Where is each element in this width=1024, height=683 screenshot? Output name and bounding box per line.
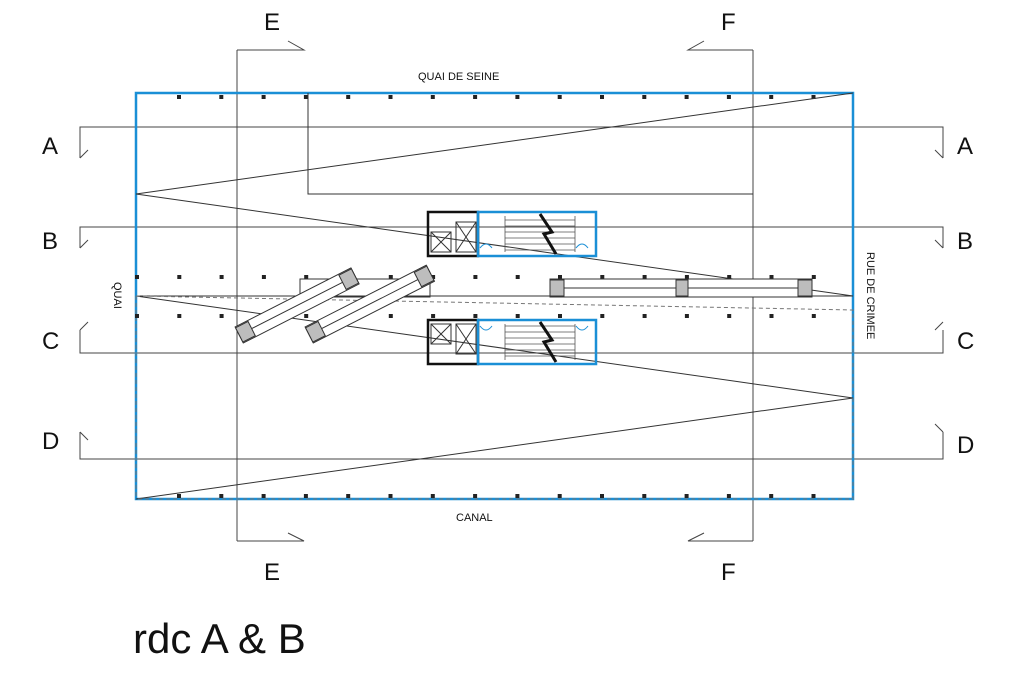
label-d-left: D [42,428,59,455]
grid-dot [473,314,478,318]
grid-dot [600,95,604,99]
grid-dot [727,275,732,279]
label-a-left: A [42,133,58,160]
grid-dot [261,95,266,99]
grid-dot [430,494,435,498]
label-c-left: C [42,328,59,355]
section-labels: A B C D A B C D E F E F [42,9,974,586]
grid-dot [177,314,182,318]
label-b-left: B [42,228,58,255]
grid-dot [600,494,604,498]
grid-dot [219,314,224,318]
grid-dot [769,494,774,498]
grid-dot [388,95,393,99]
label-b-right: B [957,228,973,255]
grid-dot [261,494,266,498]
grid-dot [684,314,689,318]
grid-dot [600,275,605,279]
street-label-south: CANAL [456,512,493,524]
grid-dot [515,275,520,279]
section-line-a [79,126,944,158]
label-f-bottom: F [721,559,736,586]
grid-dot [642,275,647,279]
grid-dot [769,314,774,318]
grid-dot [219,95,224,99]
grid-dot [558,275,562,279]
grid-dot [473,95,478,99]
grid-dot [219,494,224,498]
grid-dot [515,494,520,498]
grid-dot [515,314,520,318]
grid-dot [431,314,436,318]
arrow-e-bottom [237,532,305,542]
grid-dot [304,314,309,318]
grid-dot [642,494,647,498]
grid-dot [811,314,816,318]
grid-dot [431,275,436,279]
grid-dot [600,314,605,318]
grid-dot [135,314,139,318]
grid-dot [811,95,816,99]
arrow-f-bottom [687,532,753,542]
grid-dot [473,494,478,498]
grid-dot [642,95,647,99]
grid-dot [769,275,774,279]
section-line-d [79,432,944,460]
grid-dot [135,275,139,279]
grid-dot [726,95,731,99]
grid-dot [261,275,266,279]
grid-dot [473,275,478,279]
grid-dot [177,275,182,279]
label-c-right: C [957,328,974,355]
escalators-right [549,278,813,298]
grid-dot [684,275,689,279]
plan-caption: rdc A & B [133,615,306,662]
grid-dot [684,494,689,498]
grid-dot [811,494,816,498]
core-lower [426,318,598,366]
arrow-e-top [237,40,306,51]
grid-dot [642,314,647,318]
label-a-right: A [957,133,973,160]
grid-dot [515,95,520,99]
grid-dot [388,275,393,279]
grid-dot [557,95,562,99]
section-line-b [79,226,944,248]
grid-dot [388,494,393,498]
grid-dot [557,494,562,498]
grid-dot [430,95,435,99]
street-label-east: RUE DE CRIMEE [864,252,876,339]
grid-dot [346,95,351,99]
grid-dot [303,95,308,99]
grid-dot [346,494,351,498]
grid-dot [388,314,393,318]
label-d-right: D [957,432,974,459]
escalators-left [234,264,436,344]
grid-dot [177,95,181,99]
street-label-north: QUAI DE SEINE [418,71,499,83]
section-lines-horizontal [79,126,944,460]
grid-dot [558,314,562,318]
arrow-f-top [686,40,753,51]
grid-dot [684,95,689,99]
grid-dot [219,275,224,279]
grid-dot [303,494,308,498]
grid-dot [727,314,732,318]
section-line-c [79,330,944,354]
grid-dot [811,275,816,279]
column-grid-dots [177,95,816,498]
label-e-bottom: E [264,559,280,586]
core-upper [426,210,598,258]
grid-dot [726,494,731,498]
label-f-top: F [721,9,736,36]
street-label-west: QUAI [111,282,123,309]
grid-dot [769,95,774,99]
grid-dot [304,275,309,279]
grid-dot [177,494,181,498]
label-e-top: E [264,9,280,36]
dashed-boundary [135,295,854,500]
